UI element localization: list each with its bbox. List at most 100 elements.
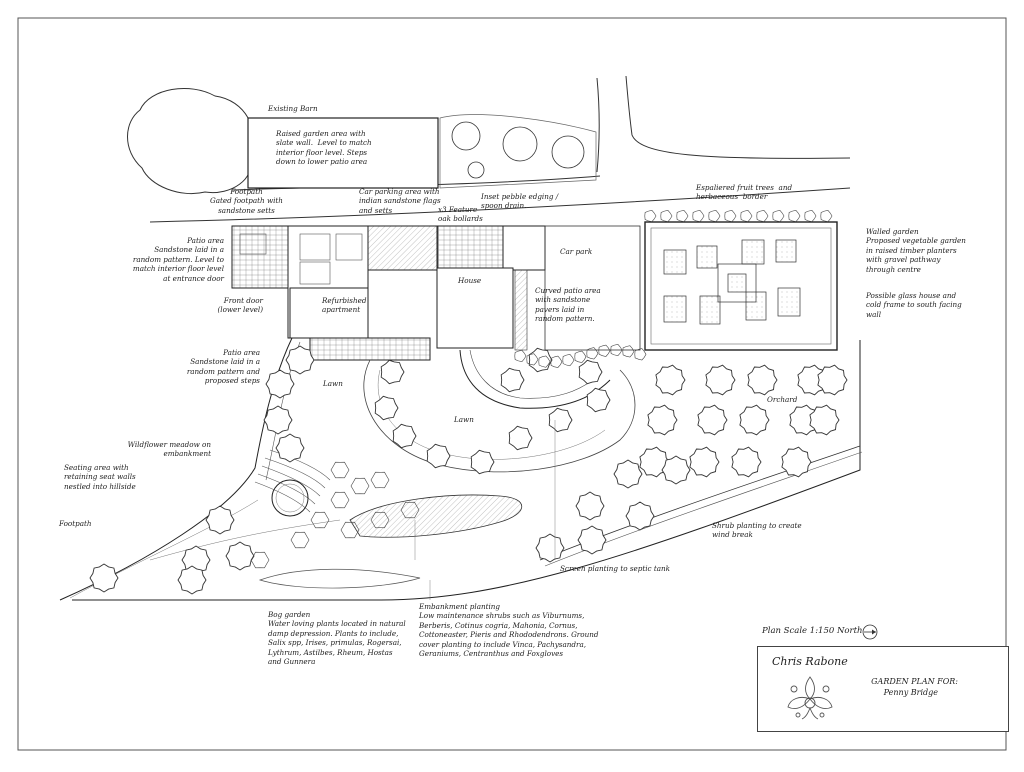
- espalier-shrub: [788, 209, 801, 223]
- edge-shrub: [370, 511, 390, 529]
- label-car-parking: Car parking area with indian sandstone f…: [359, 187, 441, 215]
- embankment-tree: [265, 369, 295, 399]
- patio-hedge-shrub: [574, 350, 587, 363]
- bed-shrub: [508, 425, 533, 451]
- bed-shrub: [500, 367, 525, 393]
- designer-name: Chris Rabone: [772, 655, 848, 668]
- label-patio-upper: Patio area Sandstone laid in a random pa…: [132, 236, 224, 283]
- label-embankment: Embankment planting Low maintenance shru…: [419, 602, 599, 659]
- orchard-tree: [781, 446, 812, 478]
- patio-hedge-shrub: [526, 353, 539, 366]
- espalier-shrub: [772, 209, 785, 223]
- bog-garden-pond: [349, 494, 522, 538]
- patio-hedge-shrub: [586, 347, 599, 360]
- patio-hedge-shrub: [634, 348, 647, 361]
- plan-site-name: Penny Bridge: [883, 688, 938, 697]
- espalier-shrub: [724, 209, 737, 223]
- edge-shrub: [310, 511, 330, 529]
- label-walled-garden: Walled garden Proposed vegetable garden …: [866, 227, 966, 274]
- espalier-shrub: [804, 209, 817, 223]
- bed-shrub: [548, 407, 573, 433]
- label-shrub-planting: Shrub planting to create wind break: [712, 521, 802, 540]
- espalier-shrub: [756, 209, 769, 223]
- vegetable-planters: [663, 239, 801, 325]
- bed-shrub: [392, 423, 417, 449]
- patio-hedge-shrub: [562, 353, 575, 367]
- label-inset-pebble: Inset pebble edging / spoon drain.: [481, 192, 559, 211]
- label-patio-lower: Patio area Sandstone laid in a random pa…: [186, 348, 260, 386]
- edge-shrub: [350, 477, 370, 495]
- edge-shrub: [330, 461, 350, 479]
- existing-barn: [247, 117, 439, 189]
- bed-shrub: [374, 395, 399, 421]
- orchard-tree: [817, 364, 848, 396]
- screen-tree: [575, 491, 605, 521]
- label-car-park: Car park: [560, 247, 593, 256]
- espalier-shrub: [692, 209, 705, 223]
- orchard-tree: [655, 364, 686, 396]
- plan-for-label: GARDEN PLAN FOR:: [871, 677, 958, 686]
- bed-shrub: [470, 449, 495, 475]
- bed-shrub: [586, 387, 611, 413]
- espalier-shrub: [676, 209, 689, 223]
- label-raised-garden: Raised garden area with slate wall. Leve…: [276, 129, 372, 167]
- label-existing-barn: Existing Barn: [268, 104, 318, 113]
- embankment-tree: [177, 565, 207, 595]
- ornamental-fleur-logo-icon: [787, 676, 833, 720]
- orchard-tree: [747, 364, 778, 396]
- car-park-edging: [514, 269, 528, 351]
- espalier-shrub: [660, 209, 673, 223]
- leader-lines: [414, 420, 556, 600]
- tree-canopies: [89, 345, 848, 595]
- orchard-tree: [731, 446, 762, 478]
- barn-hedge: [439, 114, 597, 189]
- orchard-tree: [705, 364, 736, 396]
- shrub-canopies: [250, 209, 833, 569]
- patio-hedge-shrub: [514, 349, 527, 363]
- screen-tree: [613, 459, 643, 489]
- north-arrow-icon: [862, 624, 878, 640]
- label-bog-garden: Bog garden Water loving plants located i…: [268, 610, 406, 667]
- patio-hedge-shrub: [538, 355, 551, 368]
- screen-tree: [577, 525, 607, 555]
- embankment-tree: [205, 505, 235, 535]
- label-footpath-gated: Footpath Gated footpath with sandstone s…: [210, 187, 283, 215]
- embankment-tree: [89, 563, 119, 593]
- sheet-border: [17, 17, 1007, 751]
- patio-hedge-shrub: [622, 345, 635, 358]
- barn-trees: [451, 121, 585, 179]
- car-park-area: [544, 225, 641, 351]
- label-espaliered: Espaliered fruit trees and herbaceous bo…: [696, 183, 793, 202]
- orchard-tree: [789, 404, 820, 436]
- edge-shrub: [340, 521, 360, 539]
- bed-shrub: [426, 443, 451, 469]
- orchard-tree: [809, 404, 840, 436]
- espalier-shrub: [820, 209, 833, 223]
- embankment-tree: [263, 405, 293, 435]
- espalier-shrub: [708, 209, 721, 223]
- screen-tree: [661, 455, 691, 485]
- screen-tree: [625, 501, 655, 531]
- label-curved-patio: Curved patio area with sandstone pavers …: [535, 286, 601, 324]
- patio-hedge-shrub: [598, 344, 611, 357]
- label-house: House: [458, 276, 482, 285]
- seating-circle: [271, 479, 309, 517]
- edge-shrub: [330, 491, 350, 509]
- edge-shrub: [370, 471, 390, 489]
- label-seating: Seating area with retaining seat walls n…: [64, 463, 136, 491]
- orchard-tree: [639, 446, 670, 478]
- label-feature-bollards: x3 Feature oak bollards: [438, 205, 483, 224]
- bog-garden-bed: [258, 568, 421, 589]
- espalier-shrub: [740, 209, 753, 223]
- existing-tree: [127, 88, 255, 194]
- embankment-tree: [275, 433, 305, 463]
- label-refurbished: Refurbished apartment: [322, 296, 367, 315]
- edge-shrub: [400, 501, 420, 519]
- label-orchard: Orchard: [767, 395, 798, 404]
- patio-hedge-shrub: [550, 355, 563, 368]
- screen-tree: [535, 533, 565, 563]
- house-complex: [231, 225, 546, 361]
- embankment-tree: [285, 345, 315, 375]
